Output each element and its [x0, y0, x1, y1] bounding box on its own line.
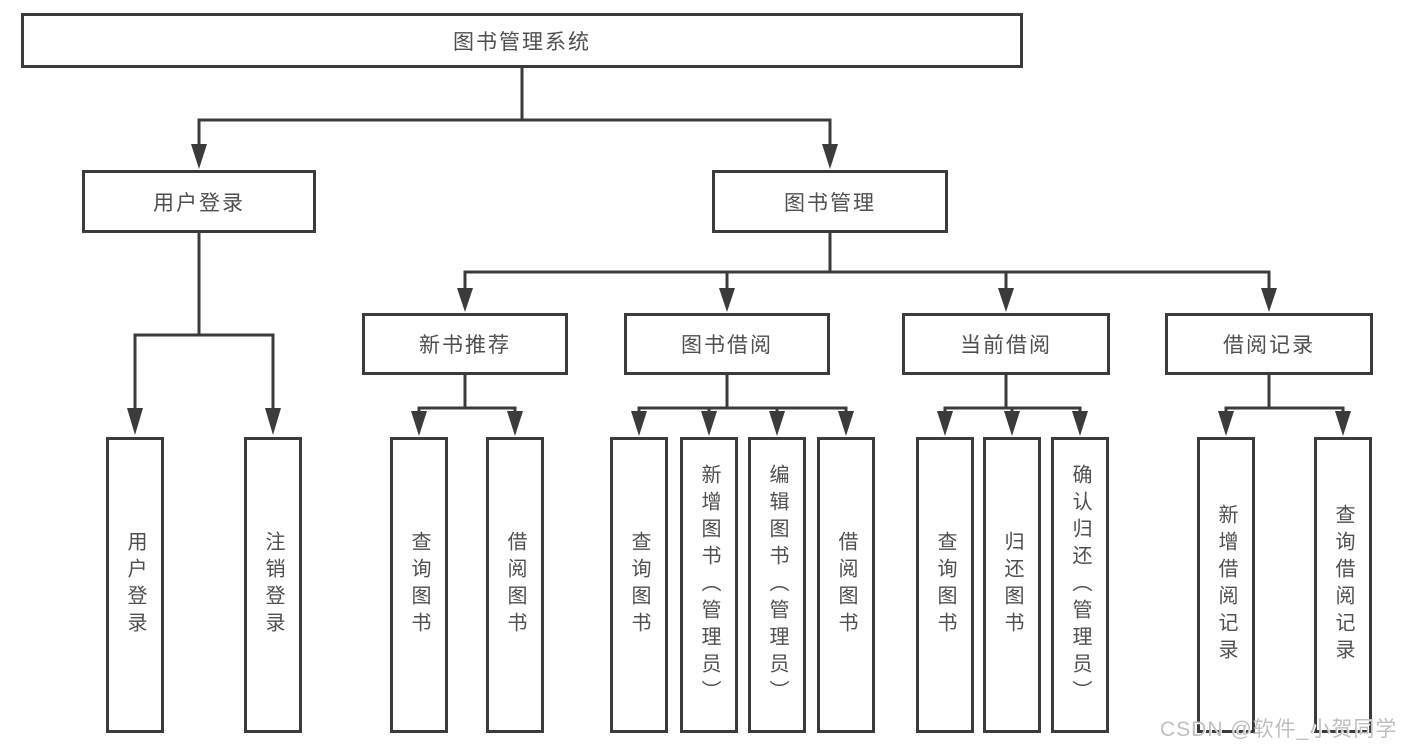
csdn-watermark: CSDN @软件_小贺同学: [1160, 718, 1398, 741]
node-borrowing-records: 借阅记录: [1165, 313, 1373, 375]
connector-root-to-level2: [191, 68, 838, 169]
leaf-borrow-query-books: 查询图书: [610, 437, 668, 733]
node-new-book-recommend: 新书推荐: [362, 313, 568, 375]
leaf-borrow-add-books-admin: 新增图书（管理员）: [680, 437, 738, 733]
node-book-management: 图书管理: [712, 170, 948, 233]
leaf-newrec-borrow-books: 借阅图书: [486, 437, 544, 733]
connector-book-management-to-level3: [457, 233, 1277, 312]
connector-user-login-to-leaves: [127, 233, 281, 435]
leaf-borrow-edit-books-admin: 编辑图书（管理员）: [748, 437, 806, 733]
node-system-root: 图书管理系统: [21, 13, 1023, 68]
node-book-borrowing: 图书借阅: [624, 313, 830, 375]
connector-new-book-recommend-to-leaves: [411, 375, 523, 436]
leaf-current-query-books: 查询图书: [916, 437, 974, 733]
leaf-records-query-record: 查询借阅记录: [1314, 437, 1372, 733]
leaf-records-add-record: 新增借阅记录: [1197, 437, 1255, 733]
connector-book-borrowing-to-leaves: [631, 375, 854, 436]
connector-borrowing-records-to-leaves: [1218, 375, 1351, 436]
leaf-newrec-query-books: 查询图书: [390, 437, 448, 733]
connector-current-borrowing-to-leaves: [937, 375, 1088, 436]
node-user-login: 用户登录: [82, 170, 316, 233]
leaf-logout: 注销登录: [244, 437, 302, 733]
leaf-user-login: 用户登录: [106, 437, 164, 733]
leaf-current-confirm-return-admin: 确认归还（管理员）: [1051, 437, 1109, 733]
leaf-borrow-borrow-books: 借阅图书: [817, 437, 875, 733]
leaf-current-return-books: 归还图书: [983, 437, 1041, 733]
node-current-borrowing: 当前借阅: [902, 313, 1110, 375]
